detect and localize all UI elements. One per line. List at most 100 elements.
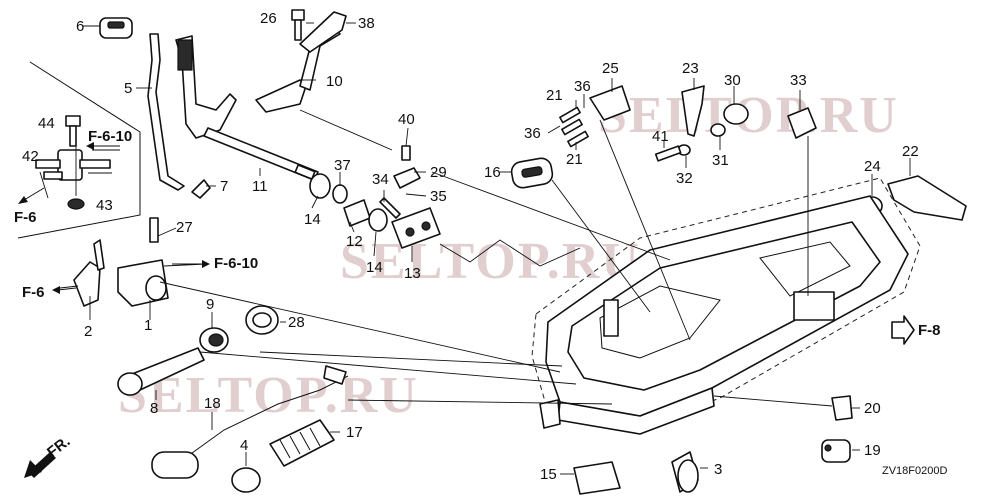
callout-6: 6 bbox=[76, 18, 84, 35]
part-27-screw bbox=[149, 217, 159, 243]
part-25-bracket bbox=[589, 85, 631, 121]
callout-26: 26 bbox=[260, 10, 277, 27]
diagram-code: ZV18F0200D bbox=[882, 465, 947, 477]
arrow-f6-10-lower bbox=[202, 260, 210, 268]
callout-37: 37 bbox=[334, 157, 351, 174]
callout-4: 4 bbox=[240, 437, 248, 454]
callout-36a: 36 bbox=[574, 78, 591, 95]
collar-parts bbox=[309, 145, 441, 249]
part-30-washer bbox=[723, 103, 749, 125]
callout-27: 27 bbox=[176, 219, 193, 236]
ref-f6-10-upper[interactable]: F-6-10 bbox=[88, 128, 132, 145]
watermark-middle: SELTOP.RU bbox=[340, 233, 641, 290]
arrow-f8 bbox=[891, 315, 915, 345]
throttle-arm bbox=[175, 35, 237, 139]
leader-lines bbox=[82, 22, 911, 475]
callout-14b: 14 bbox=[366, 259, 383, 276]
part-8-switch bbox=[117, 347, 205, 396]
part-42-valve bbox=[35, 149, 111, 181]
callout-19: 19 bbox=[864, 442, 881, 459]
ref-f6-upper[interactable]: F-6 bbox=[14, 209, 37, 226]
part-40-bolt bbox=[401, 145, 411, 161]
callout-24: 24 bbox=[864, 158, 881, 175]
part-9-plug bbox=[199, 327, 229, 353]
callout-21a: 21 bbox=[546, 87, 563, 104]
ref-f8[interactable]: F-8 bbox=[918, 322, 941, 339]
part-36-pins bbox=[559, 106, 589, 148]
part-14-collar-upper bbox=[309, 173, 331, 199]
callout-30: 30 bbox=[724, 72, 741, 89]
callout-31: 31 bbox=[712, 152, 729, 169]
callout-2: 2 bbox=[84, 323, 92, 340]
callout-42: 42 bbox=[22, 148, 39, 165]
callout-7: 7 bbox=[220, 178, 228, 195]
callout-8: 8 bbox=[150, 400, 158, 417]
part-6-grommet bbox=[99, 17, 133, 39]
part-31-washer bbox=[710, 123, 726, 137]
part-19-grommet bbox=[821, 439, 851, 463]
callout-21b: 21 bbox=[566, 151, 583, 168]
part-5-link-rod bbox=[147, 33, 185, 191]
callout-5: 5 bbox=[124, 80, 132, 97]
callout-labels: 6 5 44 42 43 7 11 26 38 10 27 2 1 9 28 8… bbox=[22, 10, 947, 483]
callout-32: 32 bbox=[676, 170, 693, 187]
part-43-washer bbox=[67, 198, 85, 210]
callout-14a: 14 bbox=[304, 211, 321, 228]
callout-16: 16 bbox=[484, 164, 501, 181]
part-7-clip bbox=[191, 179, 211, 199]
callout-41: 41 bbox=[652, 128, 669, 145]
callout-29: 29 bbox=[430, 164, 447, 181]
callout-43: 43 bbox=[96, 197, 113, 214]
reference-arrows bbox=[18, 142, 915, 478]
part-16-grommet bbox=[510, 157, 554, 189]
part-17-spring bbox=[269, 419, 335, 467]
inset-box bbox=[17, 61, 141, 239]
callout-23: 23 bbox=[682, 60, 699, 77]
arrow-head-upper-left bbox=[86, 142, 94, 150]
callout-38: 38 bbox=[358, 15, 375, 32]
callout-28: 28 bbox=[288, 314, 305, 331]
callout-20: 20 bbox=[864, 400, 881, 417]
part-18-cable bbox=[151, 365, 349, 479]
callout-1: 1 bbox=[144, 317, 152, 334]
part-37-ring bbox=[332, 184, 348, 204]
part-23-plate bbox=[681, 85, 705, 137]
lower-case bbox=[531, 177, 921, 435]
part-13-joint bbox=[391, 207, 441, 249]
callout-36b: 36 bbox=[524, 125, 541, 142]
part-20-cap bbox=[831, 395, 853, 421]
callout-40: 40 bbox=[398, 111, 415, 128]
callout-3: 3 bbox=[714, 461, 722, 478]
callout-44: 44 bbox=[38, 115, 55, 132]
part-41-bolt bbox=[654, 145, 682, 162]
callout-25: 25 bbox=[602, 60, 619, 77]
callout-12: 12 bbox=[346, 233, 363, 250]
ref-f6-10-lower[interactable]: F-6-10 bbox=[214, 255, 258, 272]
part-26-bolt bbox=[291, 9, 305, 41]
part-14-collar-lower bbox=[368, 208, 388, 232]
callout-34: 34 bbox=[372, 171, 389, 188]
ref-f6-lower[interactable]: F-6 bbox=[22, 284, 45, 301]
part-3-mount-ring bbox=[677, 459, 699, 493]
part-38-link bbox=[299, 11, 347, 53]
callout-13: 13 bbox=[404, 265, 421, 282]
part-33-clamp bbox=[787, 107, 817, 139]
part-10-bracket bbox=[255, 27, 341, 113]
part-28-seal bbox=[245, 305, 279, 335]
part-11-shaft bbox=[203, 127, 319, 181]
callout-33: 33 bbox=[790, 72, 807, 89]
part-2-lever bbox=[73, 261, 101, 307]
callout-15: 15 bbox=[540, 466, 557, 483]
part-22-bracket bbox=[887, 175, 967, 221]
callout-11: 11 bbox=[252, 178, 268, 195]
callout-10: 10 bbox=[326, 73, 343, 90]
part-15-rubber bbox=[573, 461, 621, 495]
callout-9: 9 bbox=[206, 296, 214, 313]
callout-22: 22 bbox=[902, 143, 919, 160]
part-29-clip bbox=[393, 167, 421, 189]
part-4-cap bbox=[231, 467, 261, 493]
part-44-screw bbox=[65, 115, 81, 147]
callout-17: 17 bbox=[346, 424, 363, 441]
arrow-f6-lower bbox=[52, 286, 60, 294]
